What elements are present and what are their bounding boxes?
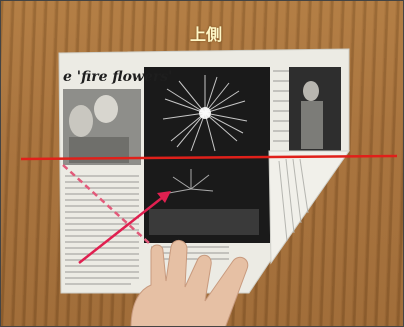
photo-figure-left (69, 105, 93, 137)
fireworks-burst-top (162, 75, 248, 152)
top-side-label: 上側 (189, 25, 222, 44)
photo-man-body (301, 101, 323, 149)
flap-text (278, 158, 309, 242)
fireworks-skyline (149, 209, 259, 235)
fold-arrowhead (157, 191, 171, 203)
newspaper-headline: e 'fire flowers' (63, 69, 172, 85)
folded-flap (268, 150, 350, 265)
photo-man-head (303, 81, 319, 101)
hand (130, 240, 249, 326)
photo-figure-right (94, 95, 118, 123)
fireworks-center (199, 107, 211, 119)
fold-arrow (78, 196, 164, 264)
fireworks-burst-bottom (168, 169, 214, 194)
fold-line (20, 154, 398, 161)
